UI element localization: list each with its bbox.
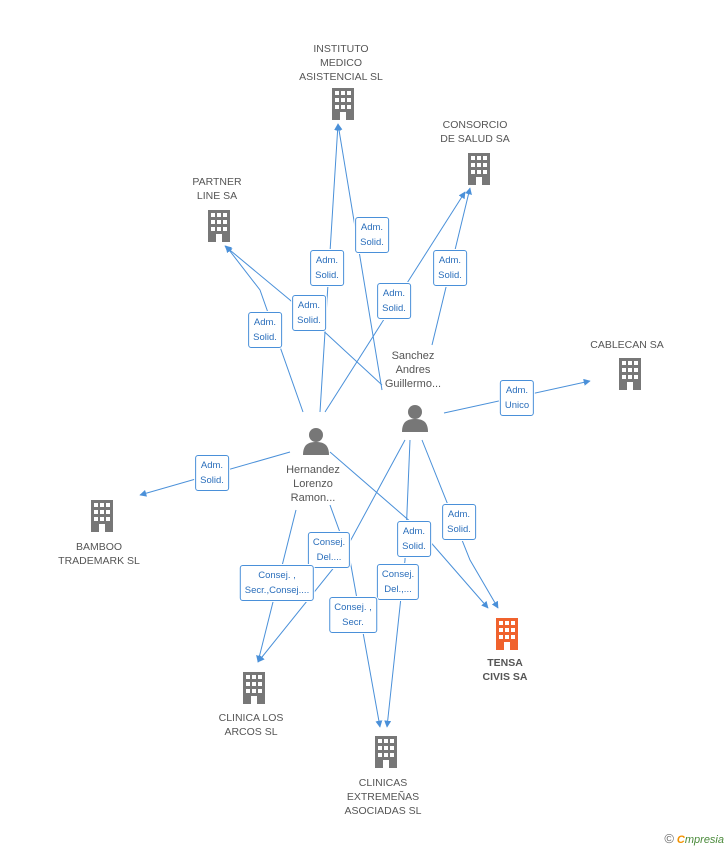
node-label-cablecan[interactable]: CABLECAN SA xyxy=(590,339,664,351)
edge-hernandez-to-clinicas_ext xyxy=(329,504,383,728)
node-label-instituto[interactable]: INSTITUTO MEDICO ASISTENCIAL SL xyxy=(299,43,383,83)
brand-logo-initial: C xyxy=(676,834,685,846)
brand-logo-rest: mpresia xyxy=(684,834,724,846)
edge-label-sanchez-to-cablecan[interactable]: Adm. Unico xyxy=(499,380,535,416)
copyright-icon: © xyxy=(664,831,674,846)
building-icon-cablecan[interactable] xyxy=(619,358,641,390)
brand-footer[interactable]: ©Cmpresia xyxy=(664,831,724,846)
node-label-partner[interactable]: PARTNER LINE SA xyxy=(192,176,242,202)
node-label-tensa[interactable]: TENSA CIVIS SA xyxy=(482,657,528,683)
edge-sanchez-to-tensa xyxy=(421,439,499,609)
node-label-hernandez[interactable]: Hernandez Lorenzo Ramon... xyxy=(286,464,340,504)
edge-label-hernandez-to-tensa[interactable]: Adm. Solid. xyxy=(397,521,431,557)
node-label-clinica_arcos[interactable]: CLINICA LOS ARCOS SL xyxy=(218,712,284,738)
node-label-consorcio[interactable]: CONSORCIO DE SALUD SA xyxy=(440,119,510,145)
building-icon-consorcio[interactable] xyxy=(468,153,490,185)
edge-label-hernandez-to-clinicas_ext[interactable]: Consej. , Secr. xyxy=(329,597,377,633)
edge-label-sanchez-to-partner[interactable]: Adm. Solid. xyxy=(292,295,326,331)
edge-label-sanchez-to-clinica_arcos[interactable]: Consej. Del.... xyxy=(307,532,351,568)
edge-label-sanchez-to-tensa[interactable]: Adm. Solid. xyxy=(442,504,476,540)
edge-sanchez-to-partner xyxy=(224,245,383,386)
building-icon-tensa[interactable] xyxy=(496,618,518,650)
node-label-bamboo[interactable]: BAMBOO TRADEMARK SL xyxy=(58,541,140,567)
building-icon-partner[interactable] xyxy=(208,210,230,242)
building-icon-clinica_arcos[interactable] xyxy=(243,672,265,704)
building-icon-instituto[interactable] xyxy=(332,88,354,120)
edge-label-sanchez-to-clinicas_ext[interactable]: Consej. Del.,... xyxy=(376,564,420,600)
edge-label-hernandez-to-partner[interactable]: Adm. Solid. xyxy=(248,312,282,348)
edge-label-sanchez-to-instituto[interactable]: Adm. Solid. xyxy=(355,217,389,253)
edge-label-hernandez-to-instituto[interactable]: Adm. Solid. xyxy=(310,250,344,286)
person-icon-hernandez[interactable] xyxy=(303,428,329,455)
node-label-clinicas_ext[interactable]: CLINICAS EXTREMEÑAS ASOCIADAS SL xyxy=(344,777,422,817)
edge-sanchez-to-instituto xyxy=(335,123,383,391)
edge-label-hernandez-to-bamboo[interactable]: Adm. Solid. xyxy=(195,455,229,491)
edge-label-sanchez-to-consorcio[interactable]: Adm. Solid. xyxy=(433,250,467,286)
node-label-sanchez[interactable]: Sanchez Andres Guillermo... xyxy=(384,350,442,390)
person-icon-sanchez[interactable] xyxy=(402,405,428,432)
building-icon-clinicas_ext[interactable] xyxy=(375,736,397,768)
edge-sanchez-to-clinicas_ext xyxy=(384,439,411,728)
edge-hernandez-to-partner xyxy=(225,245,304,413)
building-icon-bamboo[interactable] xyxy=(91,500,113,532)
edge-label-hernandez-to-clinica_arcos[interactable]: Consej. , Secr.,Consej.... xyxy=(239,565,315,601)
edge-label-hernandez-to-consorcio[interactable]: Adm. Solid. xyxy=(377,283,411,319)
